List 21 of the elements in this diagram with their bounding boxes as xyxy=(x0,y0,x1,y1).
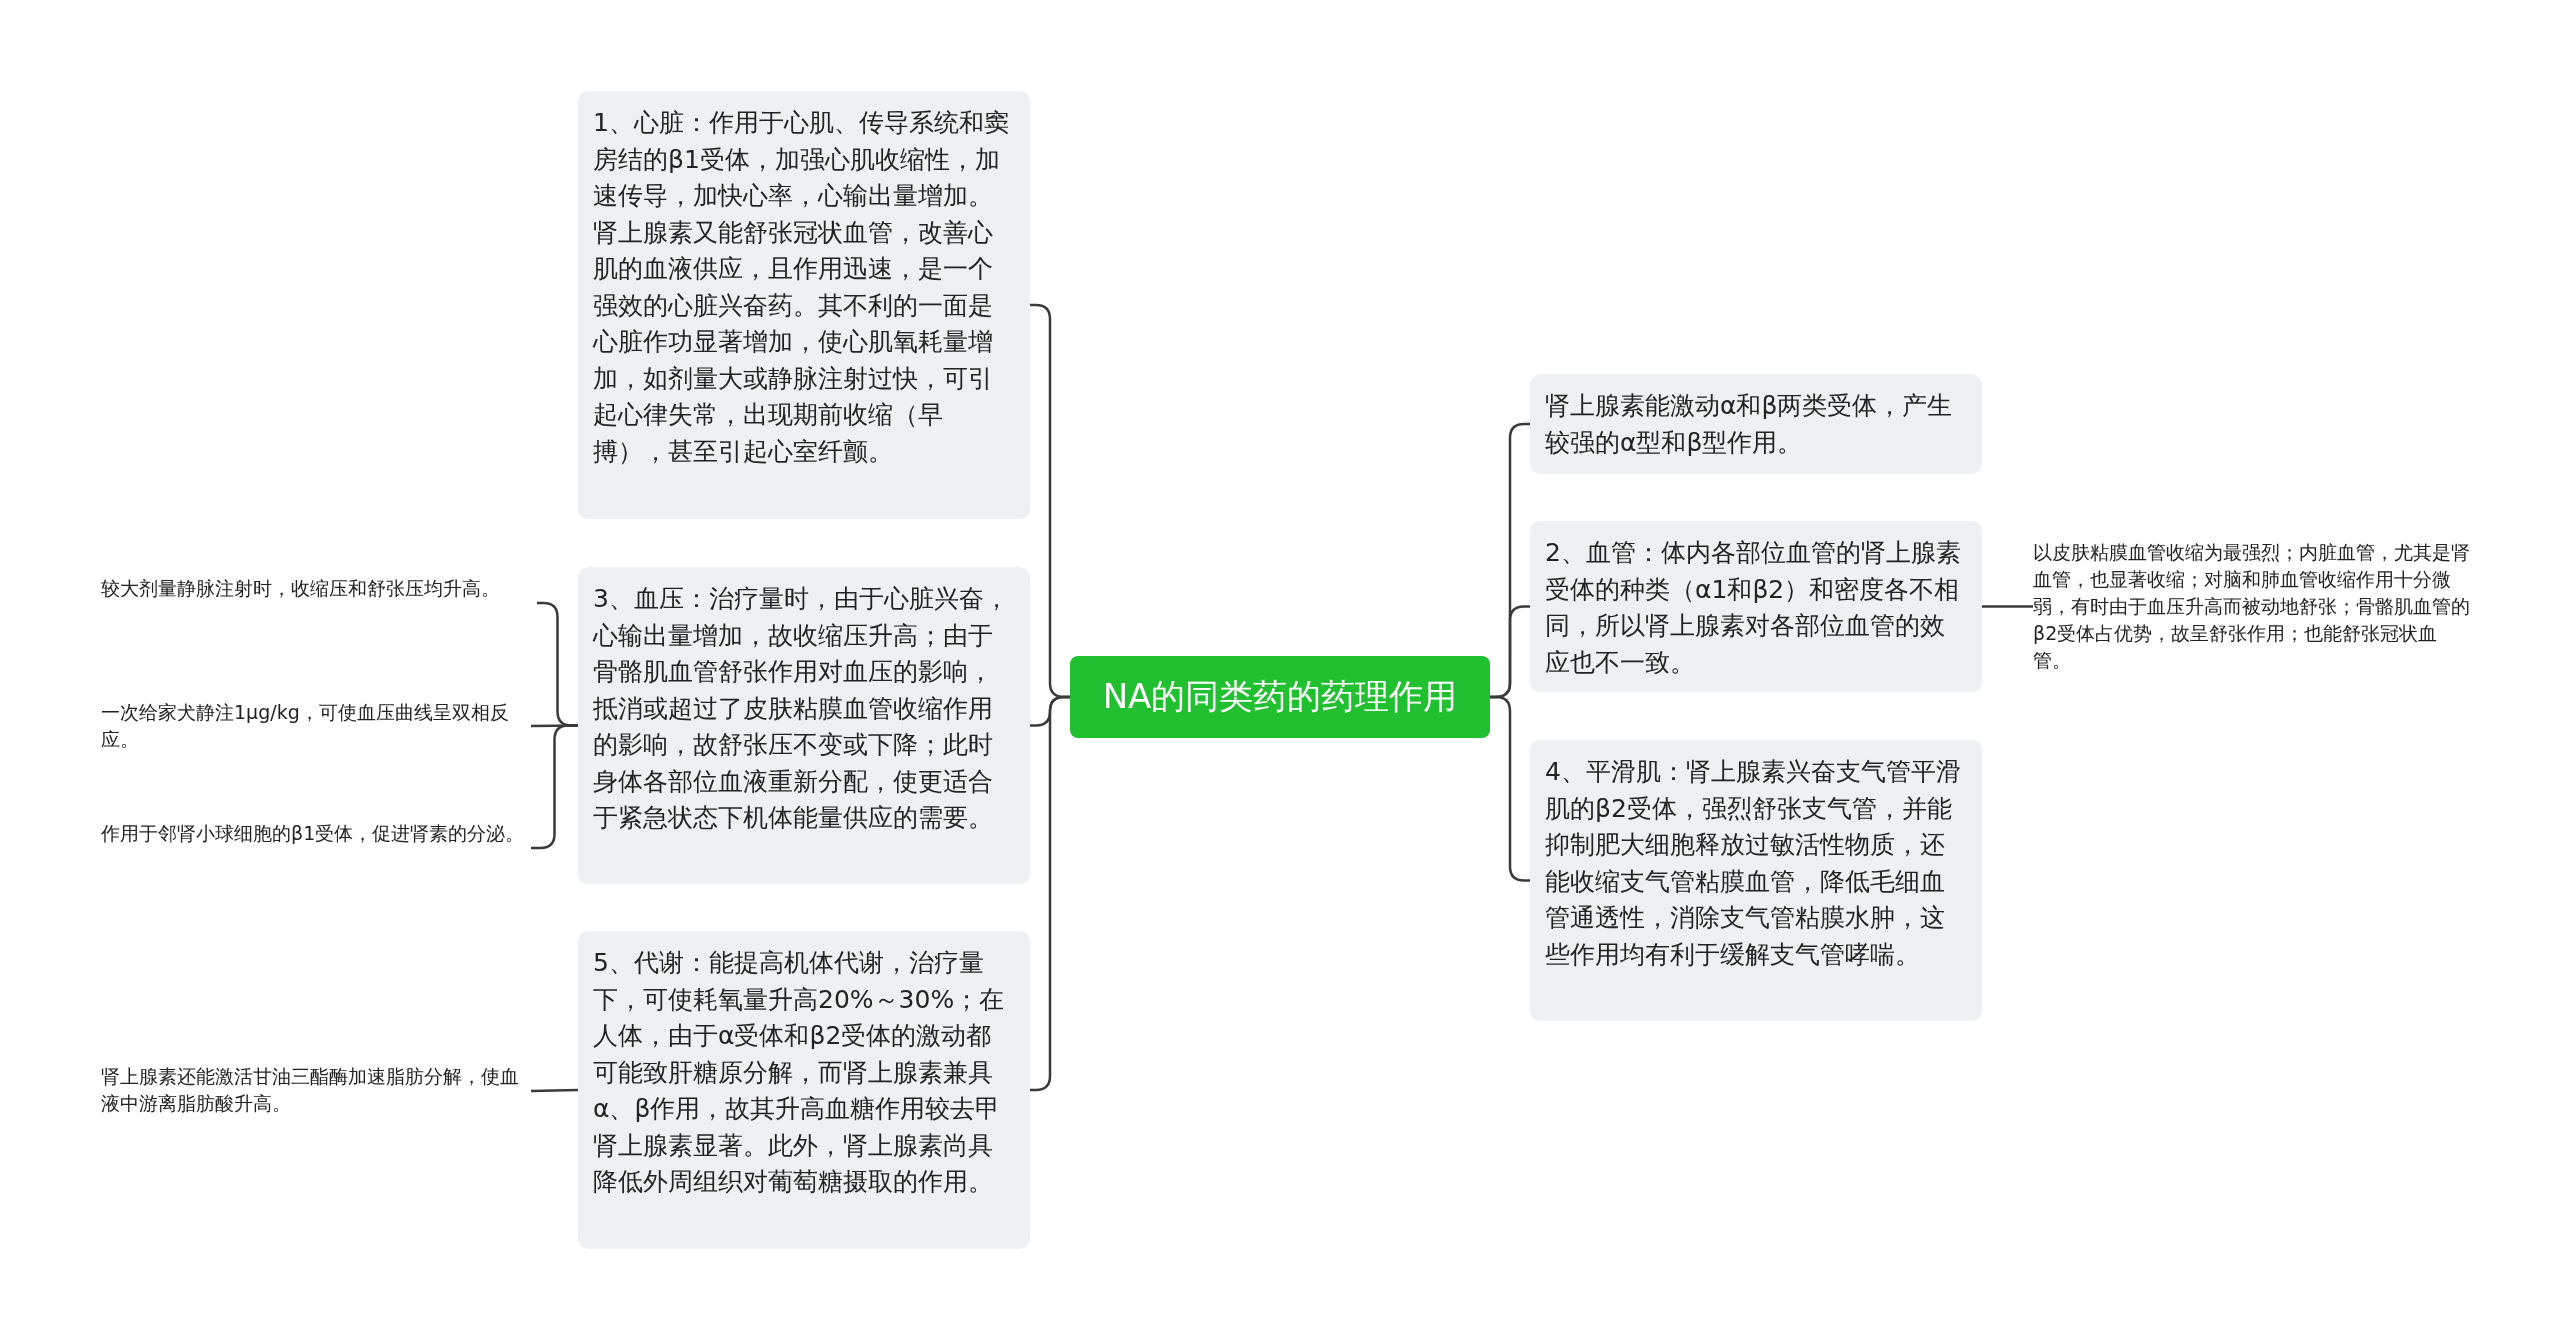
topic-text: 肾上腺素能激动α和β两类受体，产生较强的α型和β型作用。 xyxy=(1545,391,1953,457)
topic-box xyxy=(578,567,1030,884)
topic-text: 4、平滑肌：肾上腺素兴奋支气管平滑肌的β2受体，强烈舒张支气管，并能抑制肥大细胞释放过敏活性物质，还能收缩支气管粘膜血管，降低毛细血管通透性，消除支气管粘膜水肿，这些作用均有利于缓解支气管哮喘。 xyxy=(1545,757,1961,969)
central-topic-text: NA的同类药的药理作用 xyxy=(1102,675,1458,718)
subtopic-text: 以皮肤粘膜血管收缩为最强烈；内脏血管，尤其是肾血管，也显著收缩；对脑和肺血管收缩作用十分微弱，有时由于血压升高而被动地舒张；骨骼肌血管的β2受体占优势，故呈舒张作用；也能舒张冠状血管。 xyxy=(2033,541,2470,671)
topic-text: 1、心脏：作用于心肌、传导系统和窦房结的β1受体，加强心肌收缩性，加速传导，加快心率，心输出量增加。肾上腺素又能舒张冠状血管，改善心肌的血液供应，且作用迅速，是一个强效的心脏兴奋药。其不利的一面是心脏作功显著增加，使心肌氧耗量增加，如剂量大或静脉注射过快，可引起心律失常，出现期前收缩（早搏），甚至引起心室纤颤。 xyxy=(593,108,1009,466)
subtopic-text: 一次给家犬静注1μg/kg，可使血压曲线呈双相反应。 xyxy=(101,701,509,750)
central-topic-box xyxy=(1070,656,1490,738)
topic-box xyxy=(578,91,1030,519)
subtopic-text: 作用于邻肾小球细胞的β1受体，促进肾素的分泌。 xyxy=(101,822,525,844)
topic-box xyxy=(578,931,1030,1249)
topic-box xyxy=(1530,740,1982,1021)
subtopic-text: 较大剂量静脉注射时，收缩压和舒张压均升高。 xyxy=(101,577,500,599)
topic-box xyxy=(1530,374,1982,474)
connector-line xyxy=(1982,605,2033,608)
topic-box xyxy=(1530,521,1982,692)
topic-text: 3、血压：治疗量时，由于心脏兴奋，心输出量增加，故收缩压升高；由于骨骼肌血管舒张作用对血压的影响，抵消或超过了皮肤粘膜血管收缩作用的影响，故舒张压不变或下降；此时身体各部位血液重新分配，使更适合于紧急状态下机体能量供应的需要。 xyxy=(593,584,1009,832)
connector-line xyxy=(530,1088,579,1093)
topic-text: 5、代谢：能提高机体代谢，治疗量下，可使耗氧量升高20%～30%；在人体，由于α受体和β2受体的激动都可能致肝糖原分解，而肾上腺素兼具α、β作用，故其升高血糖作用较去甲肾上腺素显著。此外，肾上腺素尚具降低外周组织对葡萄糖摄取的作用。 xyxy=(593,948,1005,1196)
subtopic-text: 肾上腺素还能激活甘油三酯酶加速脂肪分解，使血液中游离脂肪酸升高。 xyxy=(101,1065,519,1114)
topic-text: 2、血管：体内各部位血管的肾上腺素受体的种类（α1和β2）和密度各不相同，所以肾上腺素对各部位血管的效应也不一致。 xyxy=(1545,538,1961,677)
